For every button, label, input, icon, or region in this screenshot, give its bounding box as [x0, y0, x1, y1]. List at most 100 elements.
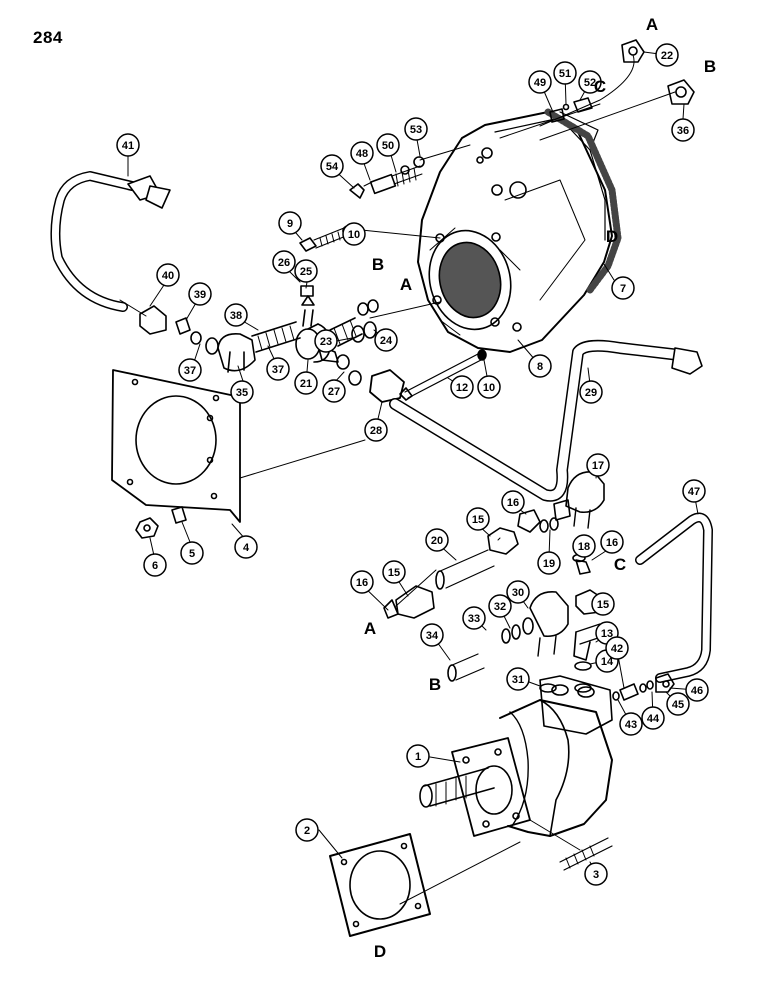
callout-label: 42 [611, 643, 623, 655]
callout-42: 42 [605, 636, 629, 660]
callout-41: 41 [116, 133, 140, 157]
callout-circle [466, 507, 490, 531]
callout-15: 15 [466, 507, 490, 531]
callout-circle [641, 706, 665, 730]
callout-label: 33 [468, 613, 480, 625]
callout-label: 53 [410, 124, 422, 136]
callout-label: 24 [380, 335, 393, 347]
callout-label: 21 [300, 378, 312, 390]
callout-40: 40 [156, 263, 180, 287]
callout-circle [506, 580, 530, 604]
callout-label: 4 [243, 542, 250, 554]
callout-circle [600, 530, 624, 554]
callout-label: 17 [592, 460, 604, 472]
callout-circle [605, 636, 629, 660]
callout-47: 47 [682, 479, 706, 503]
callout-label: 16 [606, 537, 618, 549]
callout-circle [619, 712, 643, 736]
callout-label: 22 [661, 50, 673, 62]
callout-label: 16 [507, 497, 519, 509]
callout-31: 31 [506, 667, 530, 691]
callout-label: 39 [194, 289, 206, 301]
callout-circle [230, 380, 254, 404]
callout-54: 54 [320, 154, 344, 178]
callout-circle [178, 358, 202, 382]
callout-label: 27 [328, 386, 340, 398]
callout-8: 8 [528, 354, 552, 378]
tube-41 [50, 171, 171, 312]
callout-label: 1 [415, 751, 421, 763]
callout-52: 52 [578, 70, 602, 94]
callout-label: 47 [688, 486, 700, 498]
callout-circle [322, 379, 346, 403]
callout-circle [586, 453, 610, 477]
hose-coil-springs [251, 317, 363, 353]
callout-16: 16 [350, 570, 374, 594]
callout-label: 26 [278, 257, 290, 269]
elbow-fitting-30 [522, 591, 569, 657]
callout-circle [611, 276, 635, 300]
callout-label: 54 [326, 161, 339, 173]
callout-43: 43 [619, 712, 643, 736]
callout-circle [376, 133, 400, 157]
callout-16: 16 [600, 530, 624, 554]
callout-label: 38 [230, 310, 242, 322]
callout-label: 32 [494, 601, 506, 613]
callout-circle [188, 282, 212, 306]
fitting-16-top [517, 509, 591, 575]
connection-letter-D: D [606, 227, 618, 246]
callout-circle [450, 375, 474, 399]
callout-label: 50 [382, 140, 394, 152]
callout-circle [425, 528, 449, 552]
callout-15: 15 [382, 560, 406, 584]
callout-circle [553, 61, 577, 85]
callout-circle [406, 744, 430, 768]
callout-label: 15 [472, 514, 484, 526]
callout-circle [655, 43, 679, 67]
callout-37: 37 [178, 358, 202, 382]
callout-36: 36 [671, 118, 695, 142]
callout-28: 28 [364, 418, 388, 442]
callout-circle [350, 570, 374, 594]
callout-circle [488, 594, 512, 618]
callout-circle [666, 692, 690, 716]
callout-label: 31 [512, 674, 524, 686]
callout-45: 45 [666, 692, 690, 716]
callout-30: 30 [506, 580, 530, 604]
callout-circle [506, 667, 530, 691]
callout-circle [404, 117, 428, 141]
callout-label: 15 [597, 599, 609, 611]
fitting-string-42-46 [612, 673, 675, 701]
callout-12: 12 [450, 375, 474, 399]
callout-51: 51 [553, 61, 577, 85]
callout-label: 8 [537, 361, 543, 373]
callout-21: 21 [294, 371, 318, 395]
callout-label: 7 [620, 283, 626, 295]
callout-label: 36 [677, 125, 689, 137]
callout-6: 6 [143, 553, 167, 577]
callout-label: 20 [431, 535, 443, 547]
callout-32: 32 [488, 594, 512, 618]
callout-label: 9 [287, 218, 293, 230]
callout-label: 49 [534, 77, 546, 89]
callout-label: 15 [388, 567, 400, 579]
callout-label: 41 [122, 140, 134, 152]
callout-label: 34 [426, 630, 439, 642]
callout-label: 43 [625, 719, 637, 731]
pump-mounting-housing [417, 108, 622, 353]
elbow-fitting-17 [553, 471, 605, 529]
callout-label: 18 [578, 541, 590, 553]
callout-1: 1 [406, 744, 430, 768]
callout-label: 28 [370, 425, 382, 437]
callout-10: 10 [342, 222, 366, 246]
callout-22: 22 [655, 43, 679, 67]
callout-circle [682, 479, 706, 503]
callout-label: 37 [272, 364, 284, 376]
callout-15: 15 [591, 592, 615, 616]
callout-label: 2 [304, 825, 310, 837]
callout-17: 17 [586, 453, 610, 477]
callout-circle [584, 862, 608, 886]
